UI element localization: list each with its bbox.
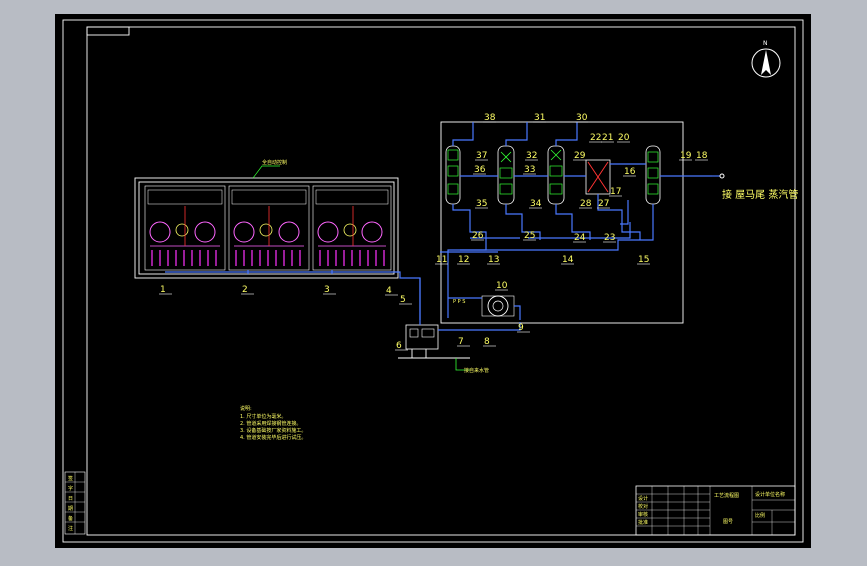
callout-28: 28 <box>580 199 592 209</box>
callout-7: 7 <box>458 337 464 347</box>
title-block: 工艺流程图 设计单位名称 图号 比例 设计 校对 审核 批准 <box>635 485 796 536</box>
control-panel: 接自来水管 <box>398 278 521 374</box>
callout-4: 4 <box>386 286 392 296</box>
callout-29: 29 <box>574 151 586 161</box>
strip-cell-6: 注 <box>68 525 73 532</box>
scale-label: 比例 <box>755 512 765 519</box>
callout-34: 34 <box>530 199 542 209</box>
callout-1: 1 <box>160 285 166 295</box>
notes-line-4: 4. 管道安装完毕后进行试压。 <box>240 434 306 441</box>
callout-19: 19 <box>680 151 692 161</box>
supply-note: 接自来水管 <box>464 367 489 374</box>
boiler-unit-2 <box>228 185 310 271</box>
callout-37: 37 <box>476 151 487 161</box>
drawing-sheet <box>55 14 811 548</box>
callout-25: 25 <box>524 231 535 241</box>
title-row-2: 校对 <box>638 503 648 510</box>
notes-line-1: 1. 尺寸单位为毫米。 <box>240 413 286 420</box>
callout-9: 9 <box>518 323 524 333</box>
pump-note: P P S <box>453 299 465 305</box>
top-notes-label: 全自动控制 <box>262 159 287 166</box>
boiler-unit-1 <box>144 185 226 271</box>
callout-13: 13 <box>488 255 499 265</box>
callout-2: 2 <box>242 285 248 295</box>
callout-31: 31 <box>534 113 545 123</box>
callout-21: 21 <box>602 133 613 143</box>
callout-38: 38 <box>484 113 496 123</box>
callout-22: 22 <box>590 133 601 143</box>
callout-26: 26 <box>472 231 484 241</box>
callout-16: 16 <box>624 167 636 177</box>
title-row-1: 设计 <box>638 495 648 502</box>
company-name: 设计单位名称 <box>755 491 785 498</box>
boiler-drops <box>247 270 333 274</box>
pump-unit: P P S <box>448 295 521 320</box>
destination-label: 接 屋马尾 蒸汽管 <box>722 188 798 201</box>
callout-10: 10 <box>496 281 508 291</box>
inner-border <box>86 26 796 536</box>
callout-12: 12 <box>458 255 469 265</box>
callout-6: 6 <box>396 341 402 351</box>
notes-line-2: 2. 管道采用焊接钢管连接。 <box>240 420 301 427</box>
callout-15: 15 <box>638 255 649 265</box>
callout-8: 8 <box>484 337 490 347</box>
strip-cell-5: 备 <box>68 515 73 522</box>
callout-33: 33 <box>524 165 535 175</box>
callout-5: 5 <box>400 295 406 305</box>
treatment-box <box>440 121 684 324</box>
callout-3: 3 <box>324 285 330 295</box>
strip-cell-2: 字 <box>68 485 73 492</box>
strip-cell-3: 日 <box>68 496 73 502</box>
callout-35: 35 <box>476 199 487 209</box>
callout-11: 11 <box>436 255 447 265</box>
boiler-block: 全自动控制 <box>134 159 399 279</box>
notes-block: 说明: 1. 尺寸单位为毫米。 2. 管道采用焊接钢管连接。 3. 设备基础按厂… <box>240 405 306 441</box>
boiler-unit-3 <box>312 185 392 271</box>
callout-14: 14 <box>562 255 574 265</box>
callout-18: 18 <box>696 151 708 161</box>
north-compass-icon: N <box>751 40 781 78</box>
callout-20: 20 <box>618 133 630 143</box>
drawing-name: 工艺流程图 <box>714 492 739 499</box>
callout-30: 30 <box>576 113 588 123</box>
notes-heading: 说明: <box>240 405 252 412</box>
callout-27: 27 <box>598 199 609 209</box>
outer-border <box>62 19 804 543</box>
callout-24: 24 <box>574 233 586 243</box>
callout-32: 32 <box>526 151 537 161</box>
left-title-strip: 签 字 日 期 备 注 <box>64 471 86 535</box>
callout-23: 23 <box>604 233 615 243</box>
outlet-arrow-icon <box>712 173 725 179</box>
strip-cell-1: 签 <box>68 475 73 482</box>
callout-17: 17 <box>610 187 621 197</box>
title-row-4: 批准 <box>638 519 648 526</box>
sheet-label: 图号 <box>723 519 733 525</box>
callout-36: 36 <box>474 165 486 175</box>
strip-cell-4: 期 <box>68 506 73 512</box>
notes-line-3: 3. 设备基础按厂家资料施工。 <box>240 427 306 434</box>
stamp-box <box>86 26 130 36</box>
title-row-3: 审核 <box>638 511 648 518</box>
compass-letter: N <box>763 40 768 47</box>
treatment-pipes <box>440 122 712 318</box>
